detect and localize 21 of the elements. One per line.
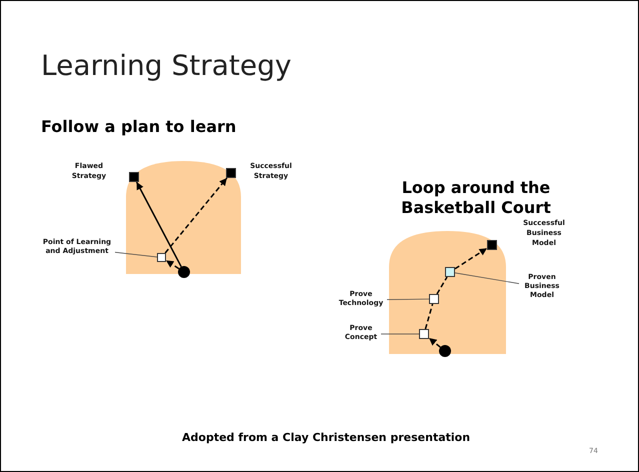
dashed-arrow <box>164 178 228 254</box>
marker-square <box>226 168 236 178</box>
marker-square <box>487 240 497 250</box>
source-caption: Adopted from a Clay Christensen presentation <box>182 431 470 444</box>
section-heading: Follow a plan to learn <box>41 117 236 136</box>
leader-line <box>386 298 430 300</box>
marker-dot <box>178 266 190 278</box>
marker-square <box>157 253 166 262</box>
leader-line <box>454 272 520 284</box>
marker-square <box>129 172 139 182</box>
leader-line <box>114 252 158 258</box>
marker-square <box>445 267 455 277</box>
section-heading: Loop around the Basketball Court <box>400 178 552 218</box>
dashed-arrow <box>454 248 488 270</box>
marker-square <box>429 294 439 304</box>
marker-square <box>419 329 429 339</box>
slide-title: Learning Strategy <box>41 49 292 82</box>
arrow <box>136 182 182 268</box>
dashed-arrow <box>166 260 180 270</box>
dashed-arrow <box>428 337 441 348</box>
marker-dot <box>439 345 451 357</box>
